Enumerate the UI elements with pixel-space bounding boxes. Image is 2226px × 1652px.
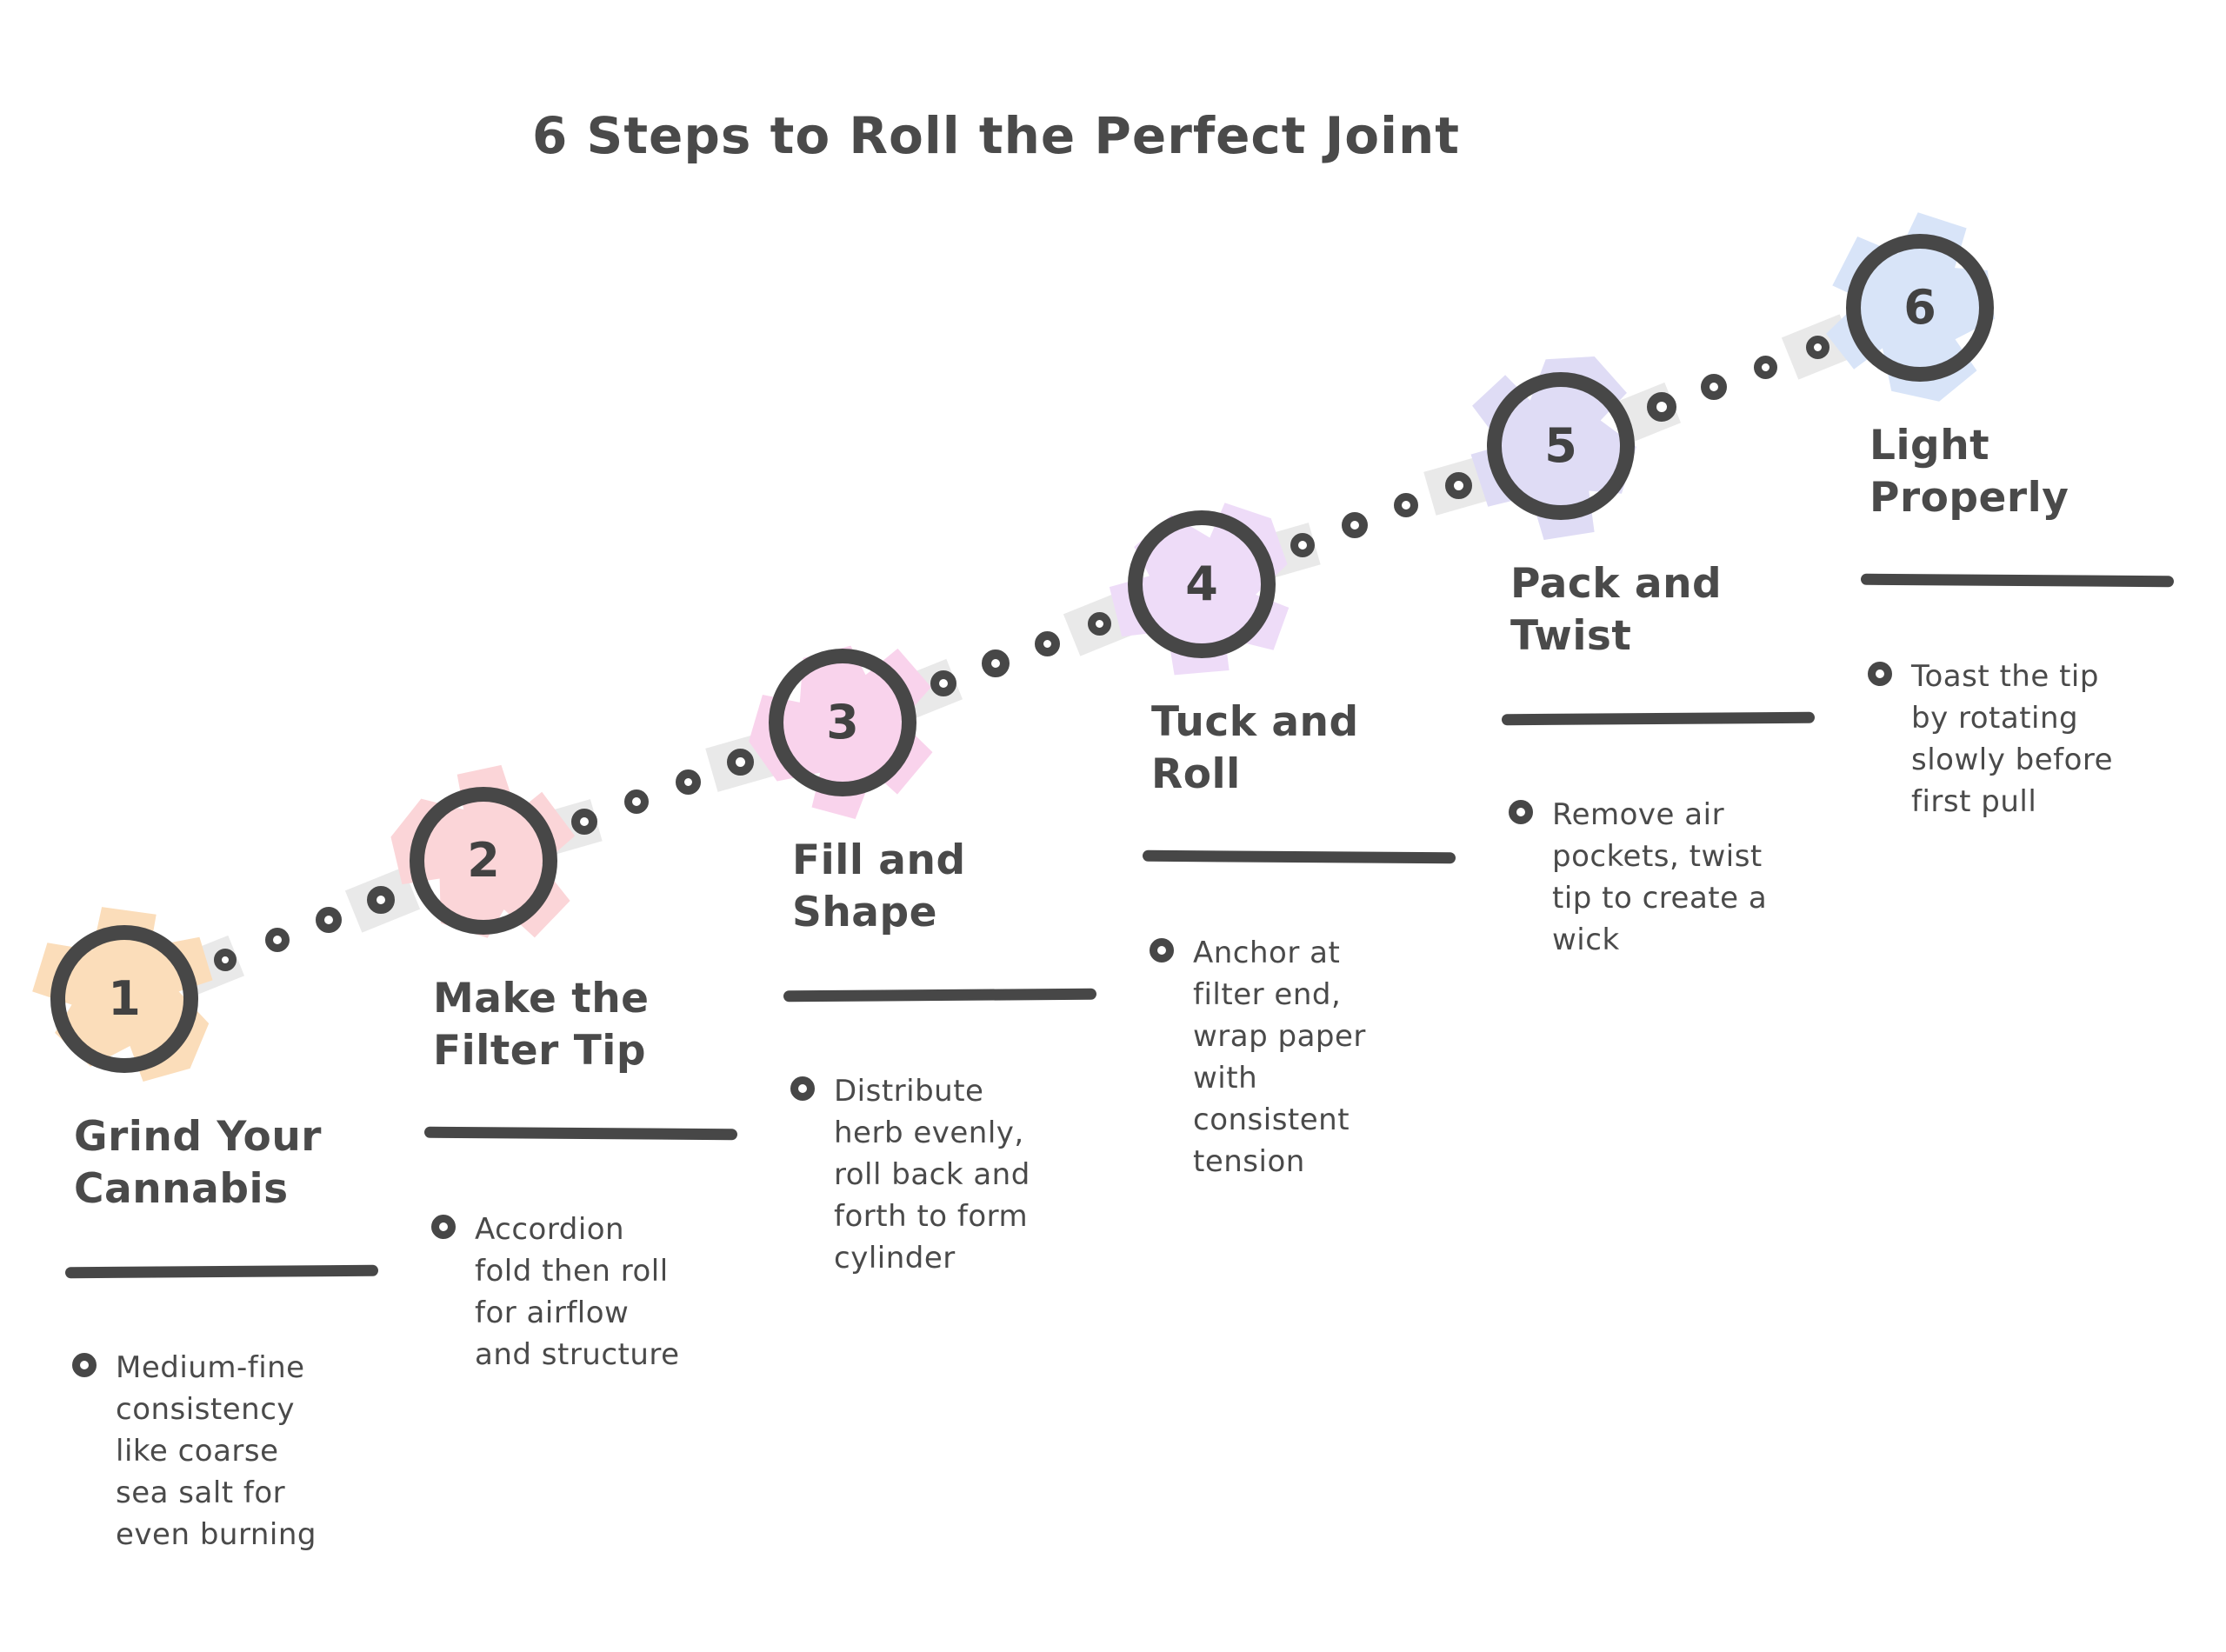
- step-description: Accordion fold then roll for airflow and…: [475, 1212, 680, 1372]
- connector-dot-icon: [1805, 335, 1829, 359]
- step-description: Remove air pockets, twist tip to create …: [1552, 797, 1768, 957]
- step-underline: [783, 988, 1097, 1003]
- connector-dot-icon: [726, 748, 754, 776]
- bullet-icon: [790, 1076, 815, 1101]
- connector-dot-icon: [623, 789, 649, 815]
- connector-dot-icon: [1700, 374, 1727, 401]
- connector-dot-icon: [981, 649, 1010, 678]
- bullet-icon: [1868, 662, 1892, 686]
- connector-dot-icon: [570, 809, 597, 836]
- connector-dot-icon: [930, 670, 956, 697]
- step-number: 4: [1185, 556, 1218, 611]
- step-number: 1: [108, 971, 141, 1026]
- connector-dot-icon: [316, 907, 343, 934]
- step-circle: 6: [1846, 234, 1994, 382]
- page-title: 6 Steps to Roll the Perfect Joint: [532, 106, 1461, 165]
- step-circle: 5: [1487, 372, 1635, 520]
- step-circle: 4: [1128, 510, 1276, 658]
- step-circle: 3: [769, 649, 916, 796]
- connector-dot-icon: [1034, 630, 1060, 656]
- step-description: Medium-fine consistency like coarse sea …: [116, 1350, 317, 1552]
- connector-dot-icon: [1646, 392, 1676, 423]
- step-title: Pack and Twist: [1510, 560, 1723, 660]
- connector-dot-icon: [1087, 611, 1111, 636]
- step-underline: [1501, 711, 1816, 726]
- connector-dot-icon: [1444, 471, 1472, 499]
- connector-dot-icon: [675, 769, 701, 795]
- bullet-icon: [431, 1215, 456, 1239]
- step-description: Toast the tip by rotating slowly before …: [1911, 659, 2114, 819]
- step-number: 5: [1544, 418, 1577, 473]
- step-underline: [64, 1264, 379, 1279]
- step-title: Make the Filter Tip: [433, 975, 650, 1075]
- step-title: Grind Your Cannabis: [74, 1113, 322, 1213]
- step-circle: 1: [50, 925, 198, 1073]
- bullet-icon: [1509, 800, 1533, 824]
- step-description: Distribute herb evenly, roll back and fo…: [834, 1074, 1030, 1276]
- connector-dot-icon: [367, 886, 396, 915]
- step-underline: [1860, 573, 2175, 588]
- connector-dot-icon: [1341, 512, 1368, 539]
- connector-dot-icon: [1753, 355, 1777, 379]
- bullet-icon: [1150, 938, 1174, 963]
- connector-dot-icon: [1394, 493, 1419, 518]
- step-number: 3: [826, 695, 859, 749]
- connector-dot-icon: [264, 928, 290, 953]
- step-number: 6: [1903, 280, 1936, 335]
- connector-dot-icon: [1290, 533, 1315, 558]
- step-circle: 2: [410, 787, 557, 935]
- step-underline: [1142, 849, 1456, 864]
- connector-dot-icon: [213, 949, 237, 972]
- step-title: Tuck and Roll: [1151, 698, 1359, 798]
- step-number: 2: [467, 833, 500, 888]
- step-description: Anchor at filter end, wrap paper with co…: [1193, 936, 1366, 1179]
- step-title: Light Properly: [1869, 422, 2069, 522]
- bullet-icon: [72, 1353, 97, 1377]
- step-underline: [423, 1126, 738, 1141]
- step-title: Fill and Shape: [792, 836, 966, 936]
